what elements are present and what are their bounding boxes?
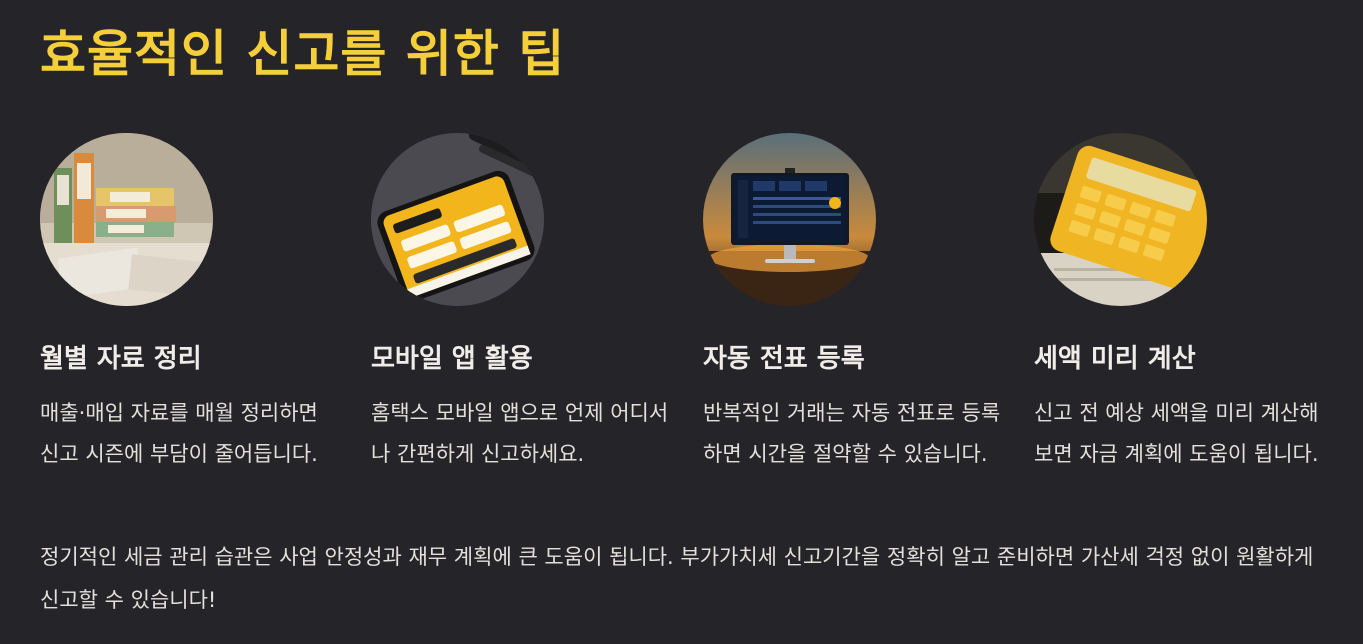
tip-title: 자동 전표 등록	[703, 344, 865, 374]
tip-description: 홈택스 모바일 앱으로 언제 어디서나 간편하게 신고하세요.	[371, 401, 669, 466]
tip-card-mobile-app: 모바일 앱 활용 홈택스 모바일 앱으로 언제 어디서나 간편하게 신고하세요.	[371, 133, 671, 475]
tip-card-monthly-records: 월별 자료 정리 매출·매입 자료를 매월 정리하면 신고 시즌에 부담이 줄어…	[40, 133, 340, 475]
tip-card-tax-estimate: 세액 미리 계산 신고 전 예상 세액을 미리 계산해보면 자금 계획에 도움이…	[1034, 133, 1334, 475]
tip-description: 신고 전 예상 세액을 미리 계산해보면 자금 계획에 도움이 됩니다.	[1034, 401, 1319, 466]
binders-photo-icon	[40, 133, 213, 306]
summary-text: 정기적인 세금 관리 습관은 사업 안정성과 재무 계획에 큰 도움이 됩니다.…	[40, 545, 1314, 612]
tips-grid: 월별 자료 정리 매출·매입 자료를 매월 정리하면 신고 시즌에 부담이 줄어…	[40, 133, 1340, 513]
tip-title: 월별 자료 정리	[40, 344, 202, 374]
monitor-dashboard-photo-icon	[703, 133, 876, 306]
calculator-photo-icon	[1034, 133, 1207, 306]
tip-description: 매출·매입 자료를 매월 정리하면 신고 시즌에 부담이 줄어듭니다.	[40, 401, 318, 466]
tip-description: 반복적인 거래는 자동 전표로 등록하면 시간을 절약할 수 있습니다.	[703, 401, 1001, 466]
page-title: 효율적인 신고를 위한 팁	[40, 25, 566, 83]
tip-card-auto-voucher: 자동 전표 등록 반복적인 거래는 자동 전표로 등록하면 시간을 절약할 수 …	[703, 133, 1003, 475]
tip-title: 세액 미리 계산	[1034, 344, 1196, 374]
tip-title: 모바일 앱 활용	[371, 344, 533, 374]
mobile-app-photo-icon	[371, 133, 544, 306]
